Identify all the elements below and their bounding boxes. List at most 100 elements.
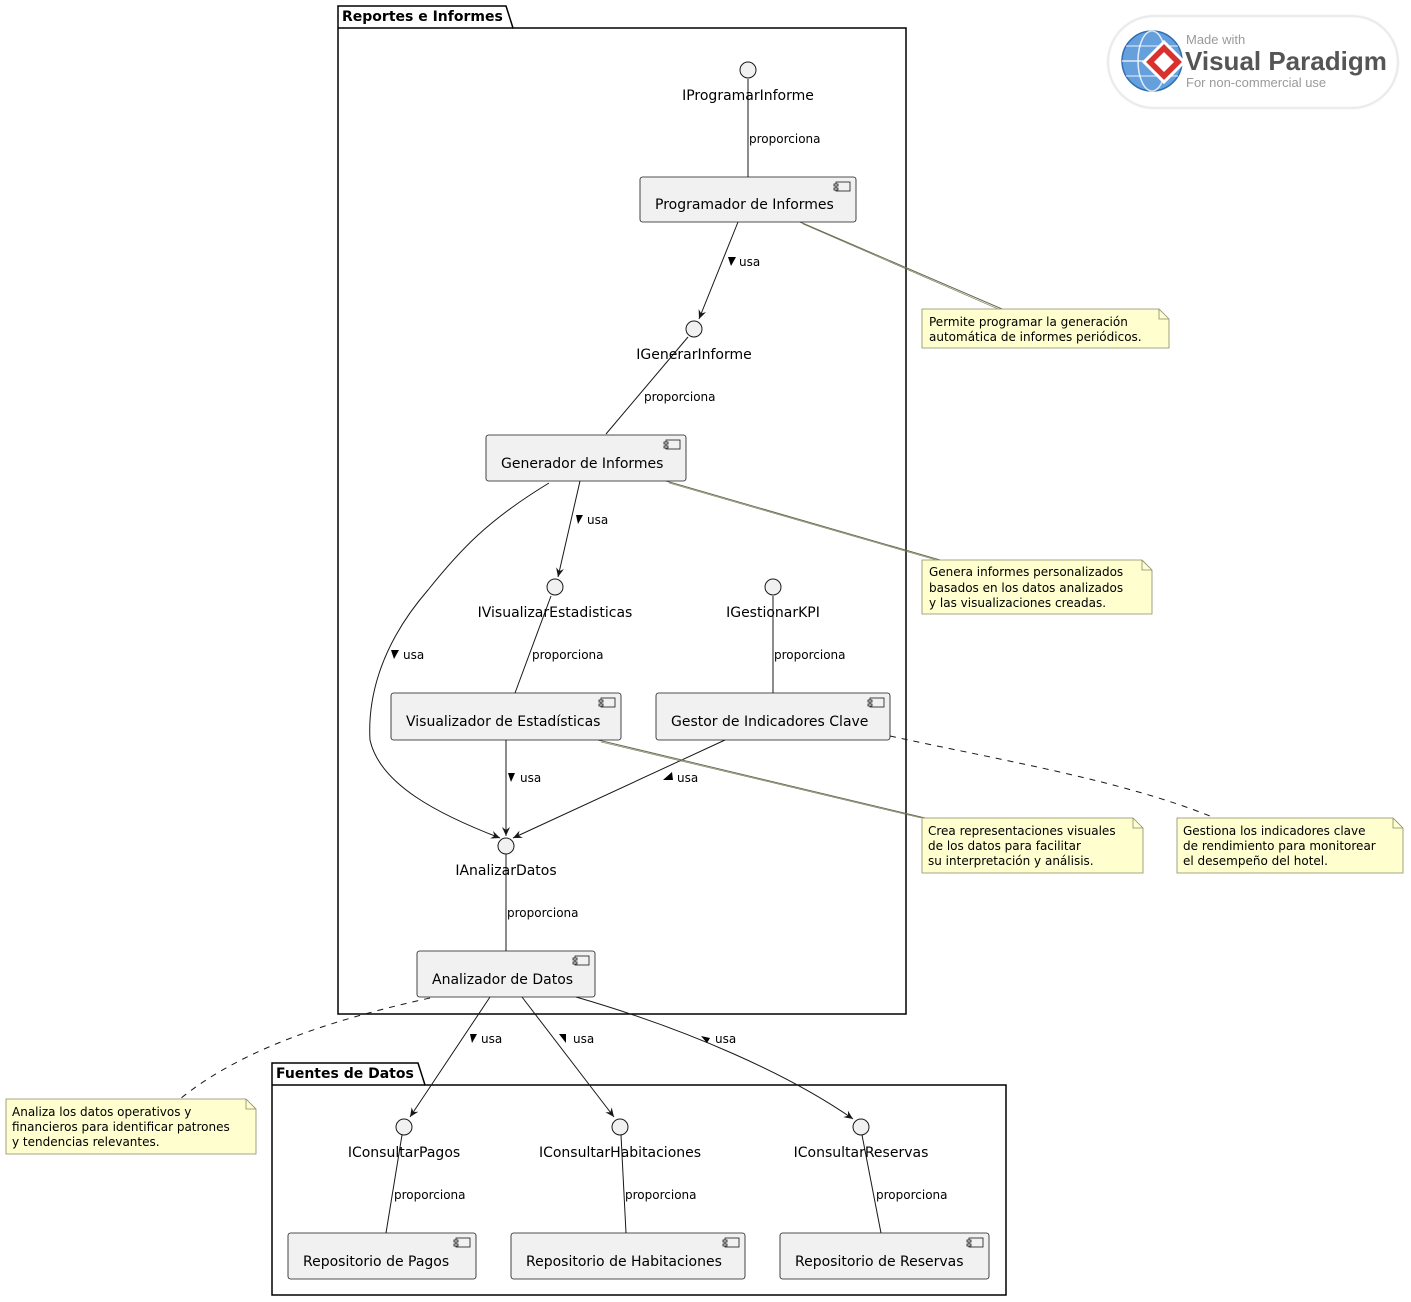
edge-provides-pagos	[385, 1134, 403, 1234]
svg-text:de los datos para facilitar: de los datos para facilitar	[928, 839, 1081, 853]
edge-label-provides: proporciona	[644, 390, 716, 404]
interface-circle-icon	[611, 1118, 629, 1136]
component-repo-reservas[interactable]: Repositorio de Reservas	[779, 1232, 990, 1280]
component-icon	[722, 1237, 740, 1248]
note-generador: Genera informes personalizados basados e…	[921, 559, 1153, 615]
svg-text:usa: usa	[677, 771, 698, 785]
svg-text:Permite programar la generació: Permite programar la generación	[929, 315, 1128, 329]
components: Programador de Informes Generador de Inf…	[287, 176, 990, 1280]
edge-uses-analizador-habitaciones	[521, 996, 615, 1118]
interface-iconsultarpagos: IConsultarPagos	[348, 1118, 460, 1161]
component-label-gestor-kpi: Gestor de Indicadores Clave	[671, 714, 868, 730]
edge-label-provides: proporciona	[749, 132, 821, 146]
interface-ivisualizarestadisticas: IVisualizarEstadisticas	[478, 578, 632, 621]
edge-uses-generador-analizar	[369, 482, 550, 839]
edge-uses-generador-visualizar	[556, 480, 581, 578]
direction-arrow-icon	[508, 773, 515, 782]
component-analizador[interactable]: Analizador de Datos	[416, 950, 596, 998]
svg-text:usa: usa	[481, 1032, 502, 1046]
component-programador[interactable]: Programador de Informes	[639, 176, 857, 223]
edge-label-provides: proporciona	[532, 648, 604, 662]
direction-arrow-icon	[663, 772, 673, 780]
note-programador: Permite programar la generación automáti…	[921, 308, 1170, 349]
component-label-repo-pagos: Repositorio de Pagos	[303, 1254, 449, 1270]
interface-circle-icon	[395, 1118, 413, 1136]
note-link-programador	[799, 221, 1003, 310]
component-label-repo-reservas: Repositorio de Reservas	[795, 1254, 964, 1270]
note-link-generador	[665, 480, 941, 561]
interface-label-habitaciones: IConsultarHabitaciones	[539, 1145, 701, 1161]
interface-iprogramarinforme: IProgramarInforme	[682, 61, 814, 104]
direction-arrow-icon	[391, 650, 399, 659]
svg-text:el desempeño del hotel.: el desempeño del hotel.	[1183, 854, 1328, 868]
note-fold-icon	[1141, 560, 1152, 571]
note-fold-icon	[245, 1099, 256, 1110]
watermark-line3: For non-commercial use	[1186, 75, 1326, 90]
edge-label-provides: proporciona	[774, 648, 846, 662]
interface-label-gestionar-kpi: IGestionarKPI	[726, 605, 820, 621]
edge-uses-programador-generar	[698, 221, 739, 320]
edge-label-uses-8: usa	[701, 1032, 736, 1046]
svg-text:usa: usa	[573, 1032, 594, 1046]
interface-ianalizardatos: IAnalizarDatos	[455, 837, 557, 879]
component-icon	[453, 1237, 471, 1248]
edge-label-provides: proporciona	[625, 1188, 697, 1202]
component-repo-habitaciones[interactable]: Repositorio de Habitaciones	[510, 1232, 746, 1280]
svg-text:su interpretación y análisis.: su interpretación y análisis.	[928, 854, 1094, 868]
svg-text:automática de informes periódi: automática de informes periódicos.	[929, 330, 1142, 344]
package-reportes: Reportes e Informes	[337, 5, 907, 1015]
component-icon	[833, 181, 851, 192]
component-label-programador: Programador de Informes	[655, 197, 834, 213]
direction-arrow-icon	[559, 1034, 566, 1043]
direction-arrow-icon	[576, 515, 583, 524]
interface-iconsultarreservas: IConsultarReservas	[794, 1118, 929, 1161]
interfaces: IProgramarInforme IGenerarInforme IVisua…	[348, 61, 929, 1161]
provides-edges	[385, 79, 882, 1234]
svg-text:y tendencias relevantes.: y tendencias relevantes.	[12, 1135, 160, 1149]
svg-text:Crea representaciones visuales: Crea representaciones visuales	[928, 824, 1116, 838]
interface-label-generar: IGenerarInforme	[636, 347, 751, 363]
edge-labels: proporciona proporciona proporciona prop…	[391, 132, 948, 1202]
edge-label-uses-2: usa	[576, 513, 608, 527]
edge-label-provides: proporciona	[876, 1188, 948, 1202]
note-link-gestor	[889, 735, 1211, 817]
svg-text:usa: usa	[587, 513, 608, 527]
svg-text:financieros para identificar p: financieros para identificar patrones	[12, 1120, 230, 1134]
component-visualizador[interactable]: Visualizador de Estadísticas	[390, 692, 622, 741]
svg-text:basados en los datos analizado: basados en los datos analizados	[929, 581, 1123, 595]
component-label-repo-habitaciones: Repositorio de Habitaciones	[526, 1254, 722, 1270]
watermark-line2: Visual Paradigm	[1185, 46, 1387, 76]
note-visualizador: Crea representaciones visuales de los da…	[921, 817, 1144, 874]
interface-circle-icon	[685, 320, 703, 338]
component-generador[interactable]: Generador de Informes	[485, 434, 687, 482]
interface-circle-icon	[739, 61, 757, 79]
edge-label-uses-1: usa	[728, 255, 760, 269]
edge-label-uses-7: usa	[559, 1032, 594, 1046]
watermark-line1: Made with	[1186, 32, 1245, 47]
svg-text:de rendimiento para monitorear: de rendimiento para monitorear	[1183, 839, 1376, 853]
notes: Permite programar la generación automáti…	[5, 308, 1404, 1155]
interface-circle-icon	[546, 578, 564, 596]
component-gestor-kpi[interactable]: Gestor de Indicadores Clave	[655, 692, 891, 741]
note-gestor-kpi: Gestiona los indicadores clave de rendim…	[1176, 817, 1404, 874]
note-connectors	[179, 221, 1211, 1100]
package-title-fuentes: Fuentes de Datos	[276, 1066, 414, 1082]
interface-igestionarkpi: IGestionarKPI	[726, 578, 820, 621]
component-repo-pagos[interactable]: Repositorio de Pagos	[287, 1232, 477, 1280]
svg-text:Analiza los datos operativos y: Analiza los datos operativos y	[12, 1105, 191, 1119]
interface-label-reservas: IConsultarReservas	[794, 1145, 929, 1161]
uses-edges	[369, 221, 854, 1120]
component-label-visualizador: Visualizador de Estadísticas	[406, 714, 600, 730]
edge-label-uses-4: usa	[508, 771, 541, 785]
svg-text:usa: usa	[715, 1032, 736, 1046]
component-icon	[598, 697, 616, 708]
interface-iconsultarhabitaciones: IConsultarHabitaciones	[539, 1118, 701, 1161]
note-fold-icon	[1132, 818, 1143, 829]
package-fuentes: Fuentes de Datos	[271, 1062, 1007, 1296]
edge-label-uses-3: usa	[391, 648, 424, 662]
note-analizador: Analiza los datos operativos y financier…	[5, 1098, 257, 1155]
note-link-visualizador	[597, 739, 926, 819]
direction-arrow-icon	[701, 1036, 710, 1043]
note-link-analizador	[179, 997, 431, 1100]
